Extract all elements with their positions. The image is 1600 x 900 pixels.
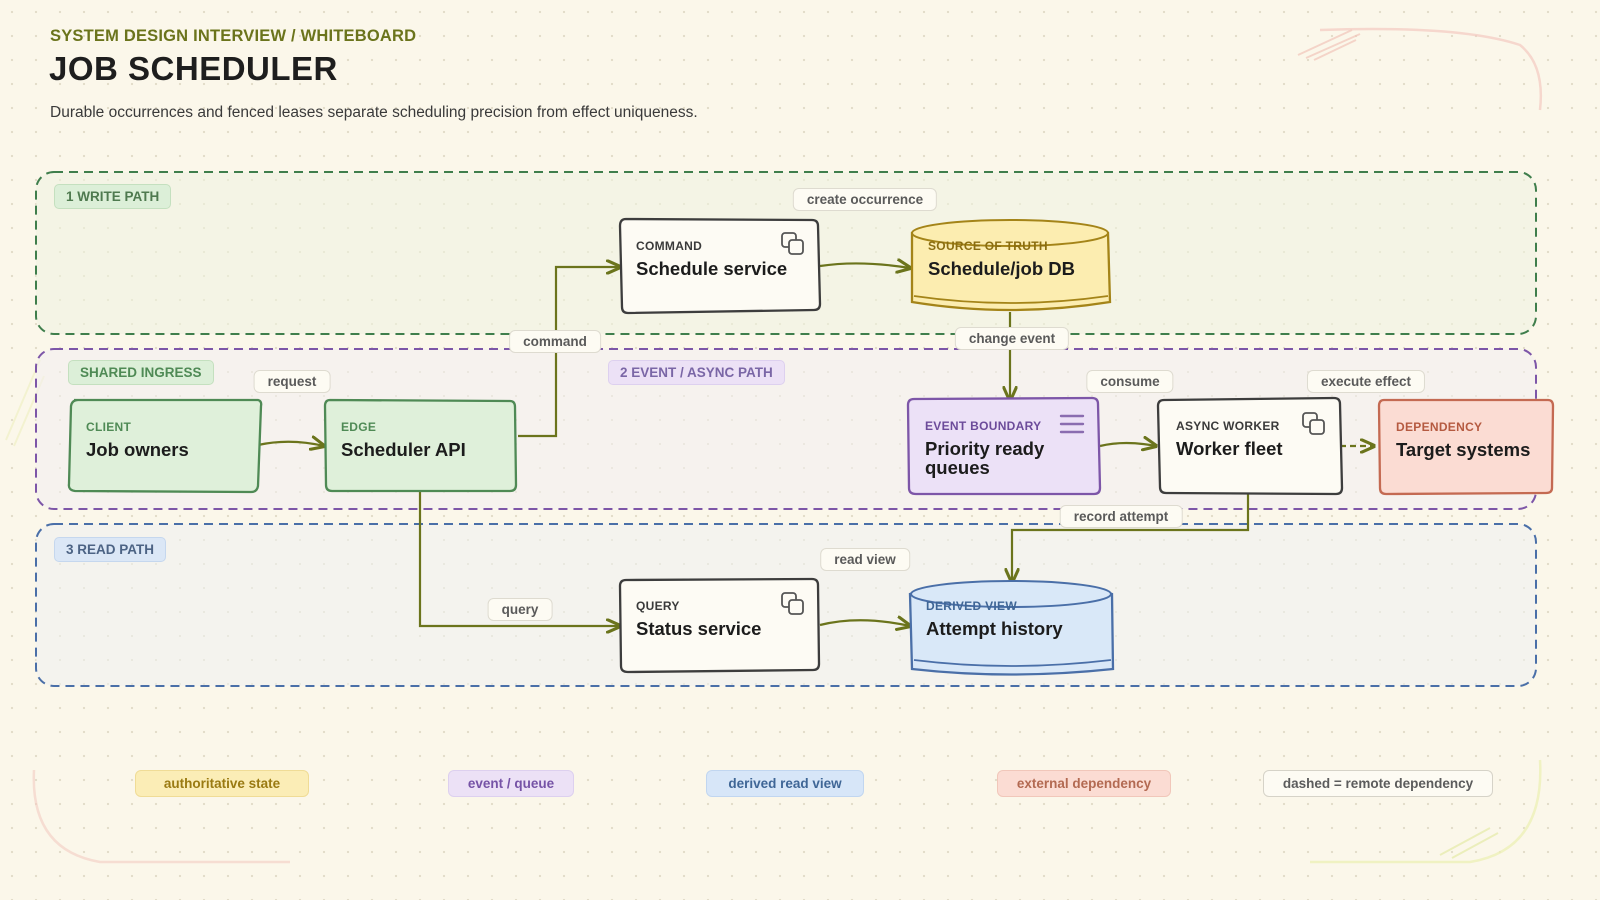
node-async-worker-name: Worker fleet: [1176, 438, 1283, 459]
node-source[interactable]: SOURCE OF TRUTH Schedule/job DB: [912, 219, 1110, 314]
corner-sketch-top-right: [1319, 27, 1542, 111]
node-dependency-tag: DEPENDENCY: [1396, 420, 1483, 434]
corner-sketch-bottom-left: [32, 769, 290, 864]
page-title: JOB SCHEDULER: [49, 50, 338, 87]
node-client-name: Job owners: [86, 439, 189, 460]
page-subtitle: Durable occurrences and fenced leases se…: [50, 104, 698, 121]
node-edge-name: Scheduler API: [341, 439, 466, 460]
zone-label-shared-ingress: SHARED INGRESS: [68, 360, 214, 385]
node-event-boundary-shape: [906, 396, 1102, 496]
node-source-tag: SOURCE OF TRUTH: [928, 239, 1048, 253]
edge-label-command: command: [509, 330, 601, 353]
node-command[interactable]: COMMAND Schedule service: [620, 219, 820, 312]
node-edge-shape: [323, 398, 518, 493]
edge-query: [418, 490, 620, 626]
node-derived-name: Attempt history: [926, 618, 1063, 639]
edge-request: [257, 442, 324, 446]
node-client-tag: CLIENT: [86, 420, 132, 434]
node-source-base-line: [913, 295, 1109, 304]
page-kicker: SYSTEM DESIGN INTERVIEW / WHITEBOARD: [50, 27, 417, 45]
node-derived-top: [910, 580, 1112, 608]
node-command-tag: COMMAND: [636, 239, 703, 253]
corner-sketch-bottom-right: [1310, 759, 1542, 864]
edge-read-view: [819, 620, 910, 626]
node-async-worker-tag: ASYNC WORKER: [1176, 419, 1280, 433]
edge-label-request: request: [253, 370, 331, 393]
zone-label-write: 1 WRITE PATH: [54, 184, 172, 209]
node-command-name: Schedule service: [636, 258, 788, 279]
node-derived-tag: DERIVED VIEW: [926, 599, 1017, 613]
hatch-sketch-bottom-right: [1439, 827, 1499, 859]
node-source-name: Schedule/job DB: [928, 258, 1075, 279]
legend-dashed-remote: dashed = remote dependency: [1263, 770, 1493, 797]
node-async-worker[interactable]: ASYNC WORKER Worker fleet: [1160, 399, 1342, 494]
node-query-name: Status service: [636, 618, 762, 639]
edge-label-change-event: change event: [954, 327, 1070, 350]
node-query[interactable]: QUERY Status service: [620, 579, 820, 672]
node-edge-tag: EDGE: [341, 420, 377, 434]
node-query-tag: QUERY: [636, 599, 680, 613]
node-client[interactable]: CLIENT Job owners: [70, 400, 260, 492]
edge-label-execute-effect: execute effect: [1306, 370, 1426, 393]
legend-event-queue: event / queue: [448, 770, 574, 797]
edge-create-occurrence: [819, 263, 910, 268]
hatch-sketch-top-right: [1297, 29, 1361, 61]
node-dependency[interactable]: DEPENDENCY Target systems: [1380, 400, 1553, 494]
node-query-shape: [618, 577, 821, 674]
node-async-worker-shape: [1156, 396, 1344, 496]
node-edge[interactable]: EDGE Scheduler API: [325, 400, 515, 492]
edge-label-record-attempt: record attempt: [1059, 505, 1183, 528]
duplicate-squares-icon: [1302, 412, 1325, 435]
edge-label-query: query: [487, 598, 553, 621]
node-source-top: [911, 219, 1109, 247]
edge-consume: [1099, 443, 1156, 446]
edge-label-consume: consume: [1086, 370, 1174, 393]
node-derived-base-line: [913, 659, 1112, 667]
node-dependency-shape: [1377, 398, 1555, 496]
legend-external-dependency: external dependency: [997, 770, 1171, 797]
zone-label-read: 3 READ PATH: [54, 537, 167, 562]
duplicate-squares-icon: [781, 232, 804, 255]
hamburger-lines-icon: [1059, 414, 1085, 434]
node-event-boundary-tag: EVENT BOUNDARY: [925, 419, 1042, 433]
node-derived[interactable]: DERIVED VIEW Attempt history: [910, 579, 1113, 674]
edge-record-attempt: [1012, 492, 1250, 582]
node-client-shape: [67, 398, 263, 494]
zone-label-event: 2 EVENT / ASYNC PATH: [608, 360, 785, 385]
edge-label-create-occurrence: create occurrence: [792, 188, 938, 211]
node-command-shape: [618, 217, 822, 315]
node-event-boundary[interactable]: EVENT BOUNDARY Priority ready queues: [909, 399, 1099, 494]
edge-label-read-view: read view: [820, 548, 910, 571]
legend-authoritative-state: authoritative state: [135, 770, 309, 797]
node-event-boundary-name: Priority ready queues: [925, 438, 1045, 478]
legend-derived-read-view: derived read view: [706, 770, 864, 797]
duplicate-squares-icon: [781, 592, 804, 615]
node-dependency-name: Target systems: [1396, 439, 1531, 460]
